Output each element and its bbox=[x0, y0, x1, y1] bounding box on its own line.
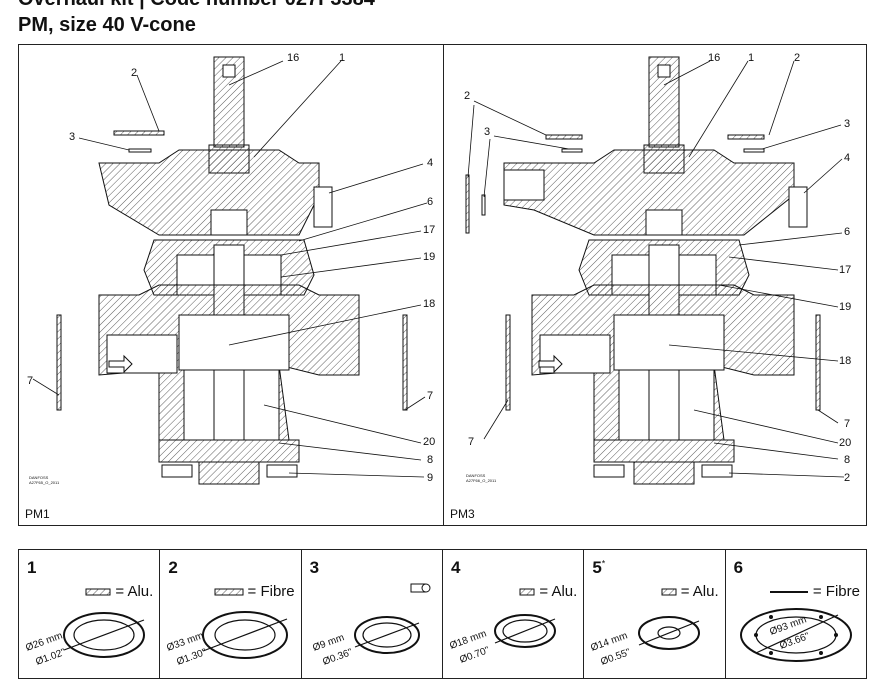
part-cell-1: 1 = Alu. Ø26 mm Ø1.02" bbox=[19, 550, 161, 678]
part-cell-6: 6 = Fibre Ø93 mm Ø3.66" bbox=[726, 550, 866, 678]
part-number: 6 bbox=[733, 558, 744, 577]
callout-20: 20 bbox=[423, 436, 435, 448]
callout-20: 20 bbox=[839, 437, 851, 449]
pm3-drawing: 16 1 2 2 3 3 4 6 17 19 18 7 7 20 8 2 DAN… bbox=[464, 52, 851, 485]
header-title: Overhaul kit | Code number 027F3384 bbox=[18, 0, 375, 10]
part-number: 3 bbox=[309, 558, 320, 577]
panel-label-pm3: PM3 bbox=[450, 507, 475, 521]
part-material: = Alu. bbox=[661, 583, 719, 600]
callout-1: 1 bbox=[748, 52, 754, 64]
callout-3: 3 bbox=[69, 131, 75, 143]
washer-drawing: Ø9 mm Ø0.36" bbox=[311, 616, 420, 665]
callout-17: 17 bbox=[839, 264, 851, 276]
washer-drawing: Ø14 mm Ø0.55" bbox=[590, 616, 701, 665]
callout-2-right: 2 bbox=[794, 52, 800, 64]
callout-7-right: 7 bbox=[844, 418, 850, 430]
part-material bbox=[410, 583, 436, 593]
part-material: = Fibre bbox=[769, 583, 860, 600]
stamp-line1: DANFOSS bbox=[29, 475, 49, 480]
washer-drawing: Ø18 mm Ø0.70" bbox=[448, 614, 556, 665]
callout-3-right: 3 bbox=[844, 118, 850, 130]
material-swatch-icon bbox=[519, 588, 535, 595]
callout-4: 4 bbox=[844, 152, 850, 164]
o-ring-icon bbox=[410, 583, 431, 593]
page-header: Overhaul kit | Code number 027F3384 PM, … bbox=[18, 0, 375, 38]
part-number: 4 bbox=[450, 558, 461, 577]
callout-7-right: 7 bbox=[427, 390, 433, 402]
part-cell-4: 4 = Alu. Ø18 mm Ø0.70" bbox=[443, 550, 585, 678]
header-subtitle: PM, size 40 V-cone bbox=[18, 14, 196, 36]
part-material: = Fibre bbox=[214, 583, 295, 600]
callout-4: 4 bbox=[427, 157, 433, 169]
callout-2-bottom: 2 bbox=[844, 472, 850, 484]
callout-6: 6 bbox=[844, 226, 850, 238]
callout-1: 1 bbox=[339, 52, 345, 64]
parts-table: 1 = Alu. Ø26 mm Ø1.02" 2 = Fibre Ø33 mm … bbox=[18, 549, 867, 679]
part-material: = Alu. bbox=[519, 583, 577, 600]
pm1-panel: 16 1 2 3 4 6 17 19 18 7 7 20 8 9 DANFOSS… bbox=[18, 44, 444, 526]
gasket-drawing: Ø93 mm Ø3.66" bbox=[739, 608, 852, 662]
callout-2: 2 bbox=[131, 67, 137, 79]
panel-label-pm1: PM1 bbox=[25, 507, 50, 521]
stamp-line2: A27F65_O_2011 bbox=[29, 480, 60, 485]
callout-2-left: 2 bbox=[464, 90, 470, 102]
material-swatch-icon bbox=[661, 588, 677, 595]
callout-19: 19 bbox=[423, 251, 435, 263]
callout-3-left: 3 bbox=[484, 126, 490, 138]
callout-17: 17 bbox=[423, 224, 435, 236]
pm3-panel: 16 1 2 2 3 3 4 6 17 19 18 7 7 20 8 2 DAN… bbox=[443, 44, 867, 526]
material-swatch-icon bbox=[85, 588, 111, 595]
callout-18: 18 bbox=[839, 355, 851, 367]
callout-16: 16 bbox=[287, 52, 299, 64]
callout-6: 6 bbox=[427, 196, 433, 208]
callout-8: 8 bbox=[427, 454, 433, 466]
part-number: 2 bbox=[168, 558, 178, 577]
pm1-drawing: 16 1 2 3 4 6 17 19 18 7 7 20 8 9 DANFOSS… bbox=[27, 52, 435, 485]
callout-18: 18 bbox=[423, 298, 435, 310]
part-number: 1 bbox=[27, 558, 37, 577]
part-cell-3: 3 Ø9 mm Ø0.36" bbox=[302, 550, 443, 678]
part-cell-5: 5* = Alu. Ø14 mm Ø0.55" bbox=[584, 550, 726, 678]
part-number: 5* bbox=[592, 558, 606, 577]
material-swatch-icon bbox=[214, 588, 244, 595]
callout-16: 16 bbox=[708, 52, 720, 64]
callout-19: 19 bbox=[839, 301, 851, 313]
part-material: = Alu. bbox=[85, 583, 153, 600]
part-cell-2: 2 = Fibre Ø33 mm Ø1.30" bbox=[160, 550, 302, 678]
stamp-line1: DANFOSS bbox=[466, 473, 486, 478]
callout-7-left: 7 bbox=[468, 436, 474, 448]
stamp-line2: A27F66_O_2011 bbox=[466, 478, 497, 483]
washer-drawing: Ø33 mm Ø1.30" bbox=[166, 611, 289, 665]
callout-9: 9 bbox=[427, 472, 433, 484]
callout-7-left: 7 bbox=[27, 375, 33, 387]
dim-in: Ø0.70" bbox=[458, 645, 491, 665]
callout-8: 8 bbox=[844, 454, 850, 466]
dim-in: Ø3.66" bbox=[778, 631, 811, 652]
washer-drawing: Ø26 mm Ø1.02" bbox=[24, 612, 145, 665]
material-swatch-icon bbox=[769, 590, 808, 593]
